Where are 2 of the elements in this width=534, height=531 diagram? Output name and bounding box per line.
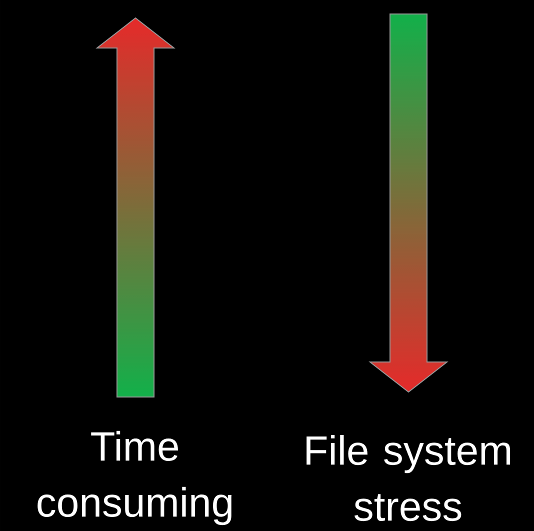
- axis-label: Time consuming: [38, 430, 232, 526]
- axis-label: File system stress: [306, 434, 510, 522]
